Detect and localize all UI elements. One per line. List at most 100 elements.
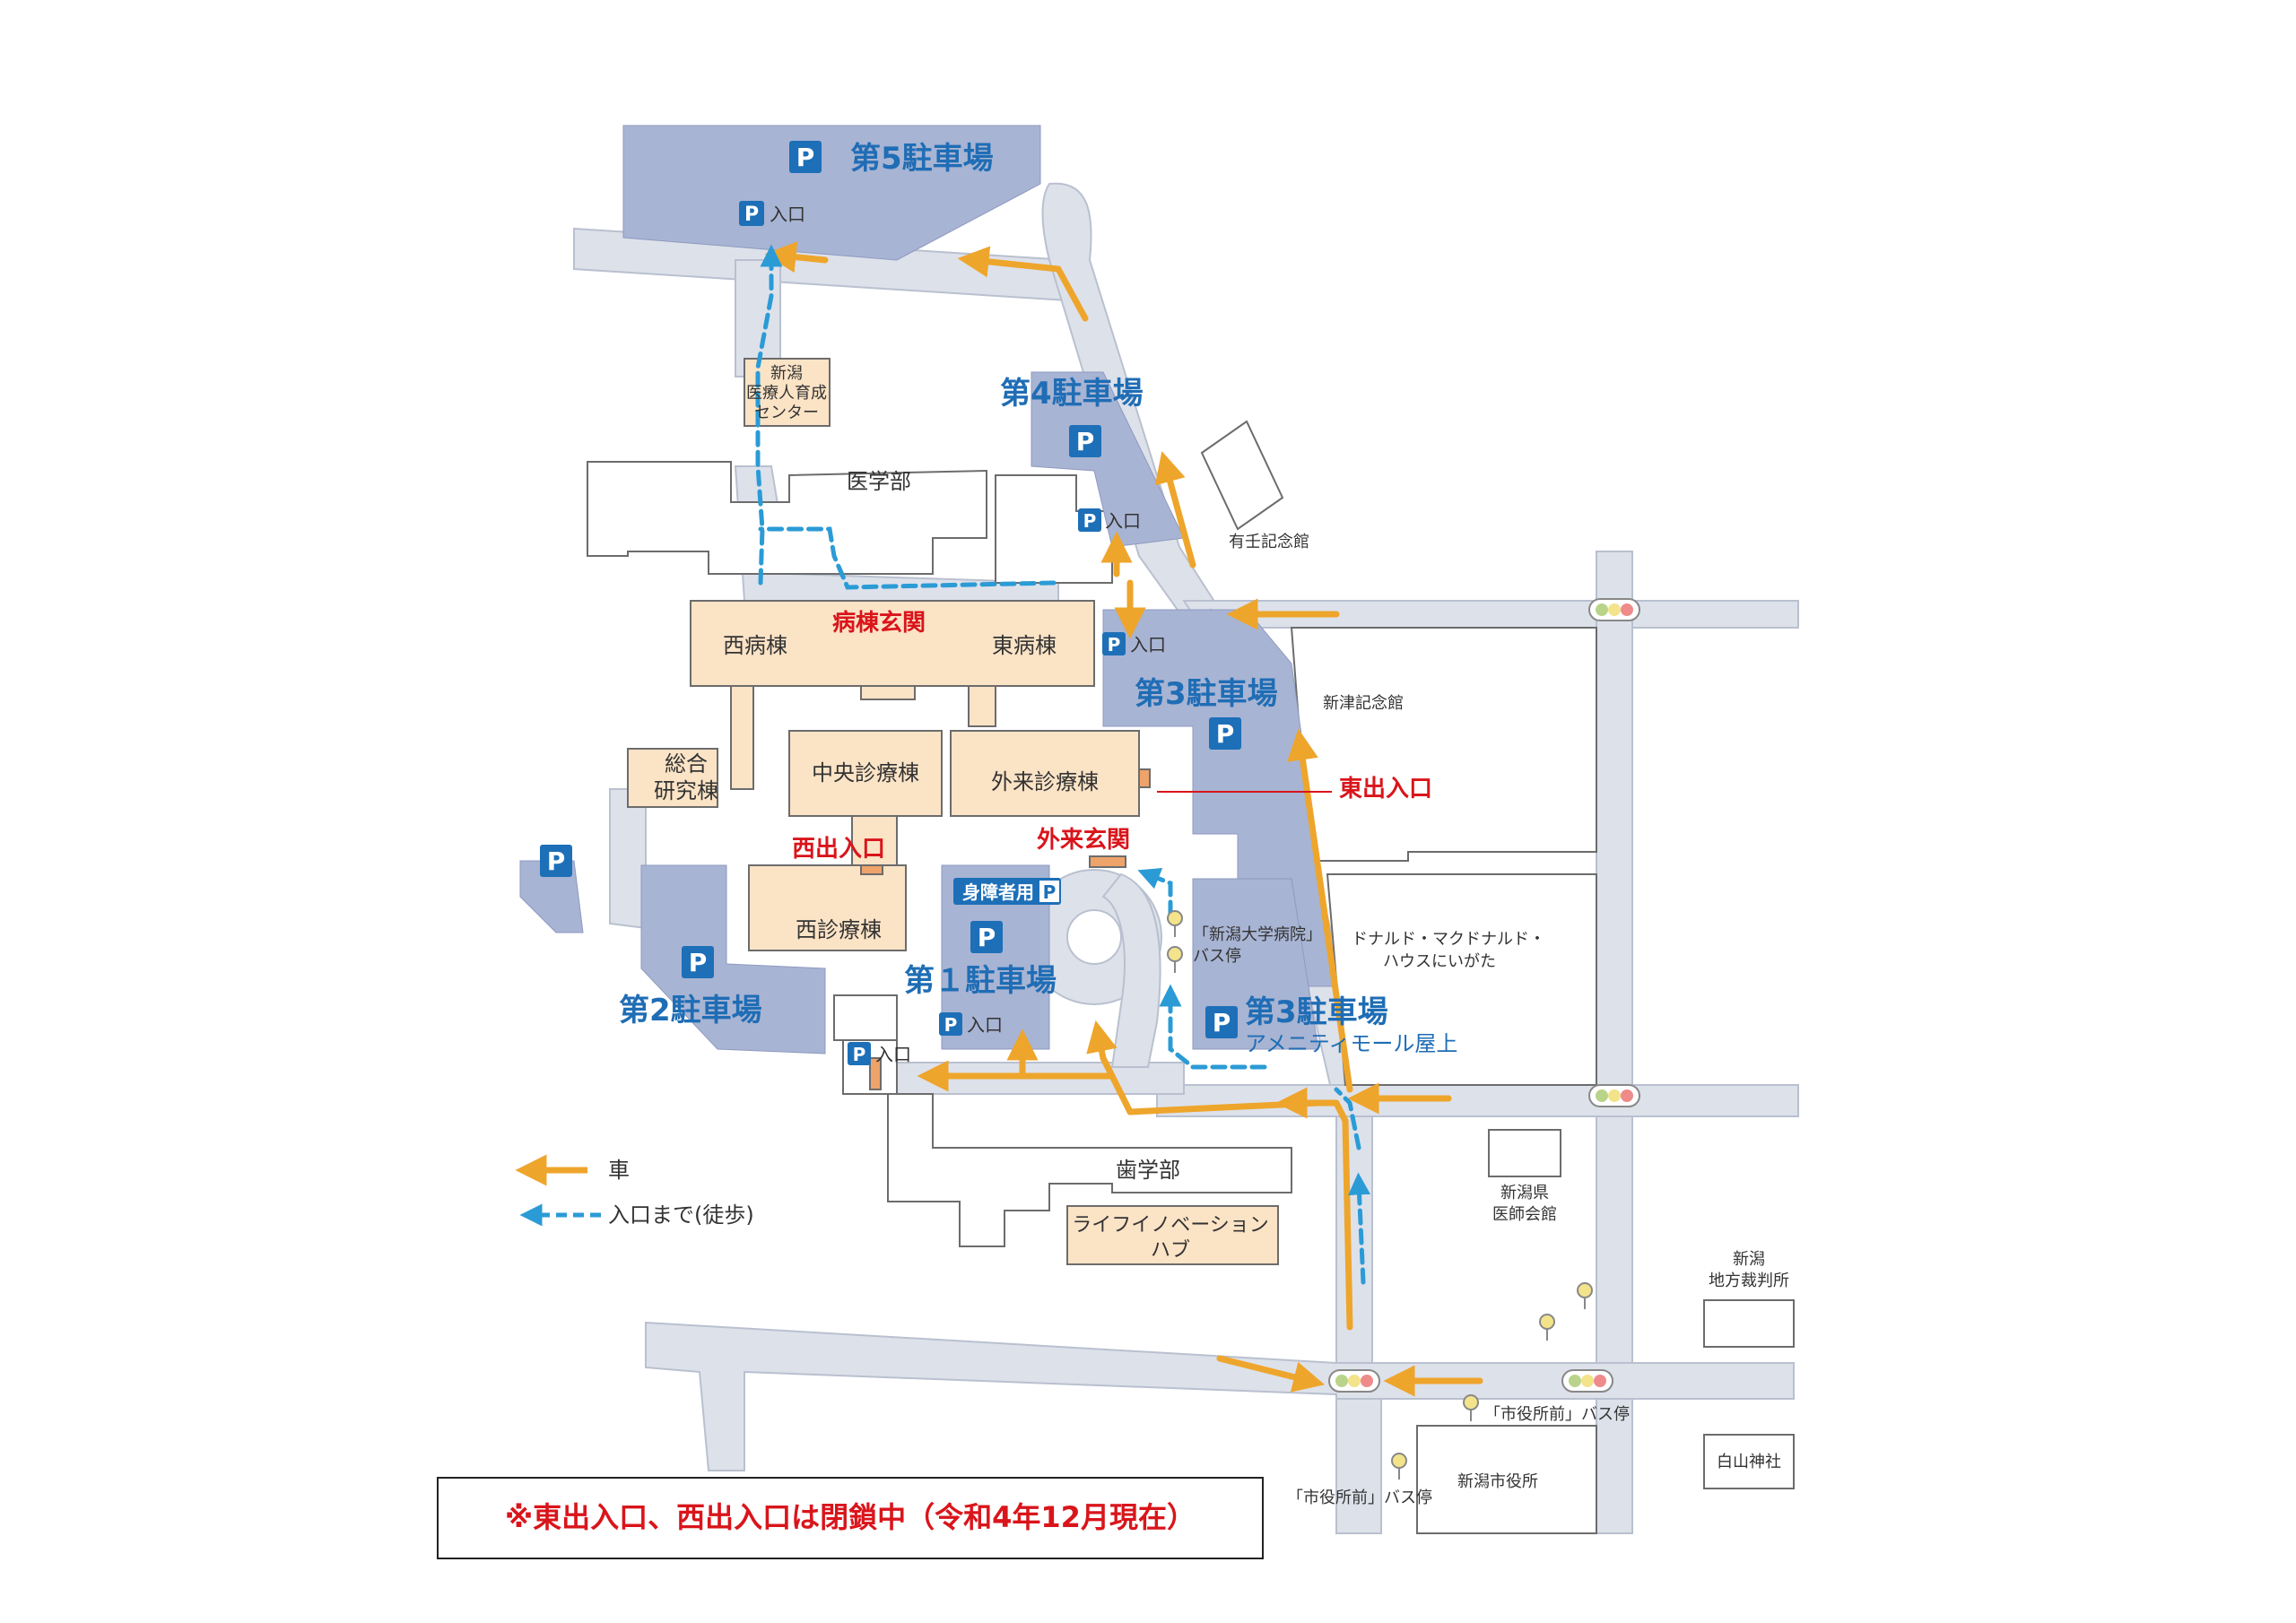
east-block [1290,627,1597,862]
roundabout-center [1066,909,1122,965]
bus-stop-hospital-label-2: バス停 [1193,947,1241,966]
faculty-medicine-label: 医学部 [847,469,911,494]
building-labels: 新潟 医療人育成 センター 医学部 西病棟 病棟玄関 東病棟 中央診療棟 外来診… [654,364,1432,1262]
traffic-light-4 [1561,1369,1613,1393]
bus-stop-icon [1391,1453,1407,1480]
svg-text:P: P [689,948,708,977]
svg-text:P: P [944,1014,958,1036]
svg-text:P: P [978,923,996,952]
city-hall-block [1416,1425,1597,1534]
car-routes [764,241,1483,1397]
bus-stop-icon [1539,1314,1555,1341]
svg-text:P: P [796,143,815,172]
research-building [627,748,718,808]
parking-3b-subtitle: アメニティモール屋上 [1245,1031,1457,1056]
parking-3b-title: 第3駐車場 [1245,994,1388,1030]
east-ward-label: 東病棟 [992,633,1057,658]
dentistry-label: 歯学部 [1116,1158,1180,1183]
hakusan-building [1703,1434,1795,1489]
medical-center-label-3: センター [754,404,819,422]
bus-stop-icon [1167,946,1183,973]
walk-p5 [755,244,783,586]
traffic-light-1 [1588,598,1640,621]
medical-center-building [744,358,831,427]
road-loop [1101,872,1161,1068]
parking-2-entrance: 入口 [875,1044,911,1065]
svg-text:身障者用: 身障者用 [962,881,1034,903]
p-badge-icon: P [789,141,822,173]
road-east-ns [1596,551,1633,1534]
legend-car-label: 車 [608,1158,630,1183]
ward-connector3 [860,685,916,700]
east-exit-marker [1138,768,1151,788]
outpatient-entrance-label: 外来玄関 [1037,826,1130,854]
central-clinic-label: 中央診療棟 [812,760,919,785]
walk-p3b [1159,984,1267,1070]
walk-main2 [1334,1087,1361,1150]
faculty-building [587,461,987,575]
mcdonald-label-1: ドナルド・マクドナルド・ [1352,930,1545,949]
life-innovation-building [1066,1205,1279,1265]
svg-text:P: P [1076,427,1095,456]
west-ward-label: 西病棟 [723,633,787,658]
medical-assoc-label-1: 新潟県 [1500,1184,1549,1202]
medical-assoc-label-2: 医師会館 [1492,1205,1557,1224]
p-badge-icon: P [1205,1006,1238,1038]
arimitsu-building [1200,420,1284,531]
p-badge-icon: P [682,946,714,978]
notice-box: ※東出入口、西出入口は閉鎖中（令和4年12月現在） [437,1477,1264,1559]
central-clinic [788,730,943,817]
accessible-parking-badge: 身障者用 P [953,878,1061,905]
p-badge-icon: P [970,921,1003,953]
research-label-1: 総合 [665,751,708,777]
hospital-buildings [627,358,1279,1265]
court-label-1: 新潟 [1733,1250,1765,1269]
p-badge-icon: P [739,201,764,226]
walk-faculty [758,526,1057,590]
landmark-labels: 有壬記念館 新津記念館 ドナルド・マクドナルド・ ハウスにいがた 「新潟大学病院… [1193,532,1789,1507]
route-p4 [1154,451,1196,568]
notice-text: ※東出入口、西出入口は閉鎖中（令和4年12月現在） [505,1500,1196,1534]
p-badge-icon: P [1069,425,1101,457]
route-main-north [1287,728,1353,1093]
traffic-light-3 [1328,1369,1380,1393]
outpatient-entrance-marker [1089,855,1126,868]
route-west [1086,1020,1322,1115]
svg-text:P: P [1108,634,1121,655]
bus-stop-icon [1167,910,1183,937]
dentistry-building [887,1093,1292,1247]
hakusan-label: 白山神社 [1717,1453,1781,1471]
parking-lots [519,125,1337,1055]
ward-entrance-label: 病棟玄関 [832,609,926,637]
traffic-lights [1328,598,1640,1393]
west-clinic-label: 西診療棟 [796,917,882,942]
parking-3-title: 第3駐車場 [1135,676,1278,712]
medical-center-label-1: 新潟 [770,364,803,383]
research-label-2: 研究棟 [654,778,718,803]
ward-building [690,600,1095,687]
bus-stop-city1-label: 「市役所前」バス停 [1484,1405,1630,1424]
parking-5-entrance: 入口 [770,204,805,225]
p-badge-icon: P [540,845,572,877]
traffic-light-2 [1588,1084,1640,1107]
legend-walk-label: 入口まで(徒歩) [608,1202,754,1228]
p2-entrance-marker [869,1057,882,1090]
outpatient-clinic [950,730,1140,817]
svg-text:P: P [547,846,566,876]
bus-stop-city2-label: 「市役所前」バス停 [1287,1488,1432,1507]
route-north2 [764,241,829,273]
west-exit-marker [860,864,883,875]
p-badge-icon: P [1078,508,1101,532]
road-northeast [1041,182,1222,621]
parking-2 [640,864,826,1055]
parking-1 [941,864,1050,1050]
bus-stop-icon [1463,1394,1479,1421]
parking-3-entrance: 入口 [1130,634,1166,655]
parking-4-entrance: 入口 [1105,510,1141,532]
svg-text:P: P [1216,719,1235,749]
walk-main [1348,1172,1371,1285]
svg-text:P: P [1043,881,1057,903]
parking-5 [622,125,1041,261]
parking-2-title: 第2駐車場 [619,993,762,1028]
west-annex [833,994,898,1041]
